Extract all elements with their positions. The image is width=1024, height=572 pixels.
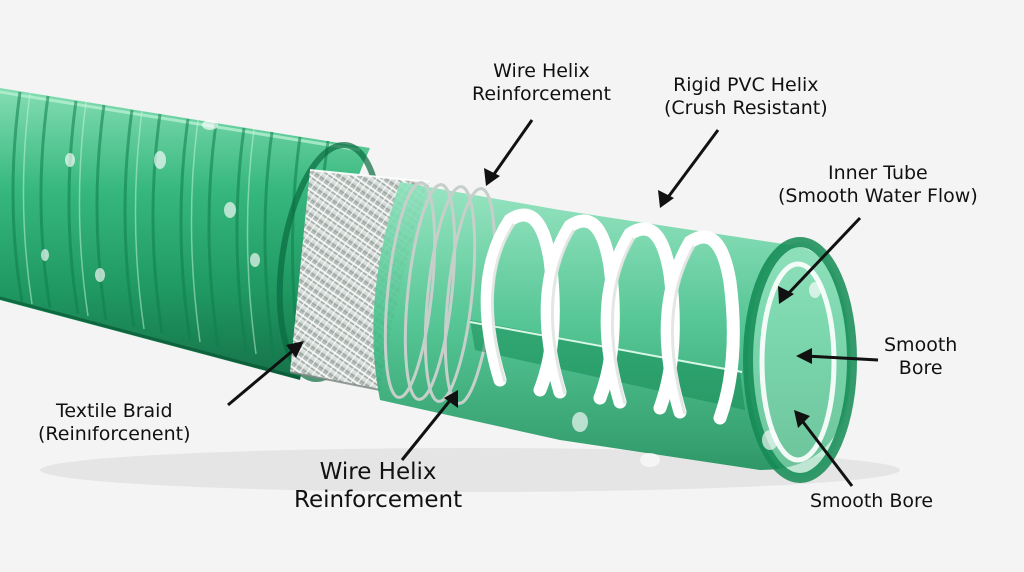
label-smooth-bore-bottom: Smooth Bore bbox=[810, 490, 933, 513]
hose-mouth bbox=[743, 237, 857, 483]
arrow-wire-helix-bottom bbox=[400, 397, 454, 461]
label-line: Rigid PVC Helix bbox=[673, 74, 819, 96]
label-line: Textile Braid bbox=[55, 400, 173, 422]
arrow-inner-tube bbox=[784, 216, 862, 298]
label-textile-braid: Textile Braid (Reinıforcenent) bbox=[38, 400, 191, 446]
label-line: Wire Helix bbox=[319, 459, 437, 485]
label-line: Smooth bbox=[884, 334, 958, 356]
label-rigid-pvc-helix: Rigid PVC Helix (Crush Resistant) bbox=[664, 74, 828, 120]
label-line: Reinforcement bbox=[472, 83, 611, 106]
label-inner-tube: Inner Tube (Smooth Water Flow) bbox=[778, 162, 978, 208]
label-line: Bore bbox=[898, 357, 943, 380]
hose-shadow bbox=[40, 448, 900, 492]
label-line: (Crush Resistant) bbox=[664, 97, 828, 120]
label-line: Smooth Bore bbox=[810, 490, 934, 512]
label-line: (Smooth Water Flow) bbox=[778, 185, 978, 208]
arrow-textile-braid bbox=[227, 346, 297, 407]
label-line: Reinforcement bbox=[294, 487, 463, 514]
arrow-smooth-bore-right bbox=[805, 354, 879, 362]
label-line: Inner Tube bbox=[828, 162, 928, 184]
smooth-bore-surface bbox=[759, 261, 837, 463]
arrow-smooth-bore-bottom bbox=[798, 417, 854, 487]
arrow-rigid-pvc-helix bbox=[664, 129, 720, 201]
label-smooth-bore-right: Smooth Bore bbox=[884, 334, 957, 380]
label-wire-helix-top: Wire Helix Reinforcement bbox=[472, 60, 611, 106]
label-wire-helix-bottom: Wire Helix Reinforcement bbox=[294, 458, 462, 514]
water-droplets bbox=[41, 120, 821, 467]
callout-arrows bbox=[227, 119, 879, 487]
label-line: (Reinıforcenent) bbox=[38, 423, 191, 446]
label-line: Wire Helix bbox=[493, 60, 590, 82]
arrow-wire-helix-top bbox=[490, 119, 534, 178]
